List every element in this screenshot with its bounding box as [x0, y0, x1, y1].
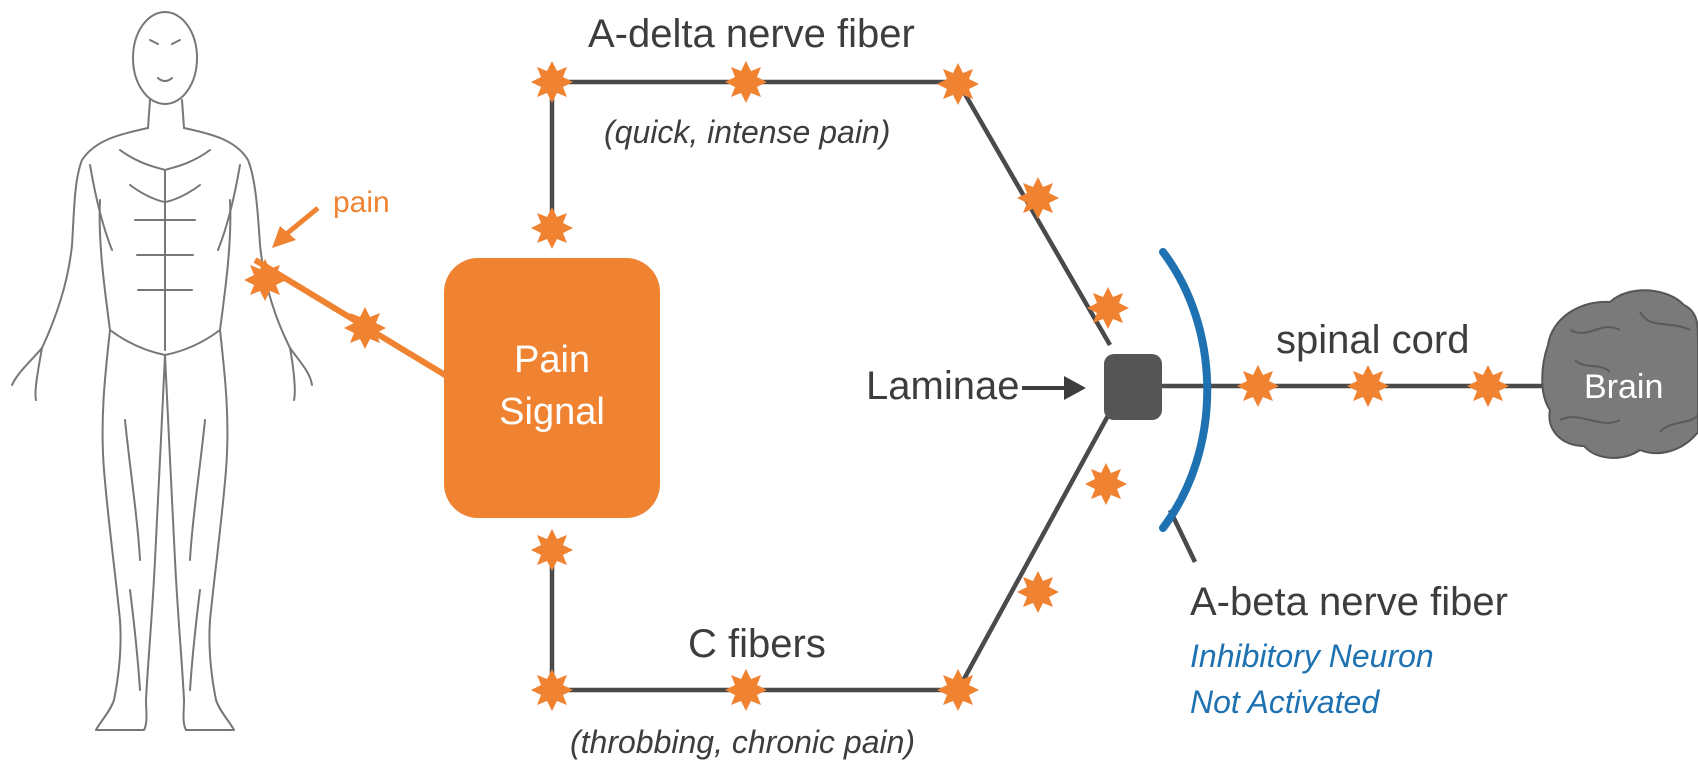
- pain-origin-star: [244, 259, 286, 301]
- human-body-figure: [12, 12, 312, 730]
- signal-star: [344, 307, 386, 349]
- pain-signal-line-1: Pain: [444, 334, 660, 386]
- signal-star: [1237, 365, 1279, 407]
- laminae-arrow-icon: [1022, 376, 1086, 400]
- spinal-cord-label: spinal cord: [1276, 320, 1469, 360]
- c-fibers-title: C fibers: [688, 624, 826, 664]
- signal-star: [531, 529, 573, 571]
- a-beta-line-1: Inhibitory Neuron: [1190, 640, 1434, 672]
- pain-signal-line-2: Signal: [444, 386, 660, 438]
- signal-star: [1087, 287, 1129, 329]
- signal-star: [1347, 365, 1389, 407]
- a-beta-title: A-beta nerve fiber: [1190, 582, 1508, 622]
- pain-label: pain: [333, 188, 390, 218]
- laminae-label: Laminae: [866, 366, 1019, 406]
- signal-star: [1467, 365, 1509, 407]
- c-fibers-subtitle: (throbbing, chronic pain): [570, 726, 915, 758]
- signal-star: [1017, 177, 1059, 219]
- signal-star: [531, 61, 573, 103]
- signal-star: [1085, 463, 1127, 505]
- brain-label: Brain: [1584, 370, 1663, 404]
- signal-star: [725, 669, 767, 711]
- signal-star: [531, 669, 573, 711]
- signal-star: [725, 61, 767, 103]
- a-beta-line-2: Not Activated: [1190, 686, 1379, 718]
- pain-arrow-icon: [272, 208, 318, 248]
- laminae-node: [1104, 354, 1162, 420]
- signal-star: [1017, 571, 1059, 613]
- a-beta-inhibitory-arc: [1163, 252, 1207, 528]
- a-delta-subtitle: (quick, intense pain): [604, 116, 890, 148]
- signal-star: [937, 669, 979, 711]
- signal-star: [937, 63, 979, 105]
- a-delta-title: A-delta nerve fiber: [588, 14, 915, 54]
- signal-star: [531, 207, 573, 249]
